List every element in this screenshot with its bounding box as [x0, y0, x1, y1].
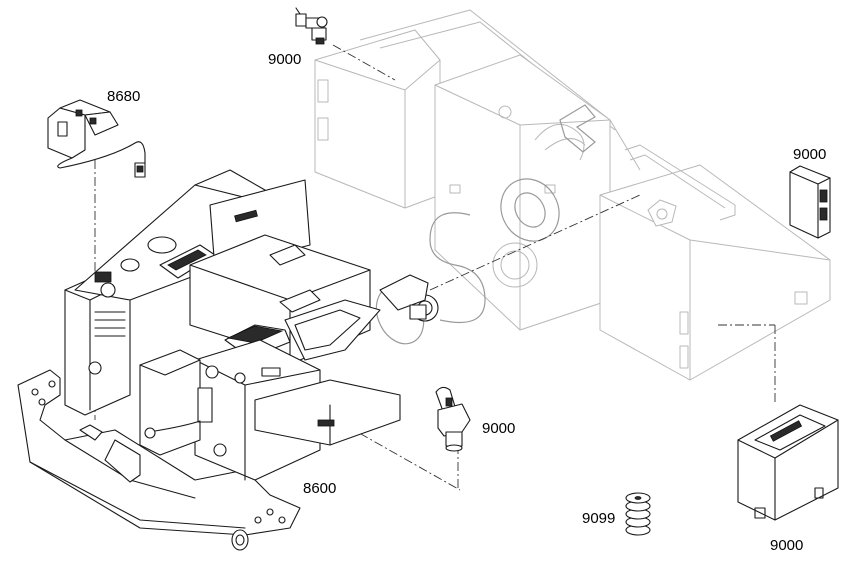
part-9000-module-small	[789, 165, 831, 239]
part-8680-bracket	[47, 99, 146, 178]
label-ecu: 9000	[770, 537, 803, 554]
label-discs: 9099	[582, 510, 615, 527]
part-9099-discs	[625, 492, 651, 536]
part-9000-ecu	[737, 404, 839, 521]
ghost-machine-body	[314, 9, 831, 381]
part-labels: 9000 8680 9000 9000 8600 9099 9000	[107, 51, 826, 554]
watermark	[375, 104, 596, 345]
label-console: 8600	[303, 480, 336, 497]
console-assembly	[17, 169, 439, 551]
label-valve: 9000	[268, 51, 301, 68]
part-9000-joystick	[435, 386, 471, 452]
part-9000-valve	[295, 7, 328, 45]
label-joystick: 9000	[482, 420, 515, 437]
vent-slots	[94, 311, 126, 337]
label-module-small: 9000	[793, 146, 826, 163]
label-bracket: 8680	[107, 88, 140, 105]
